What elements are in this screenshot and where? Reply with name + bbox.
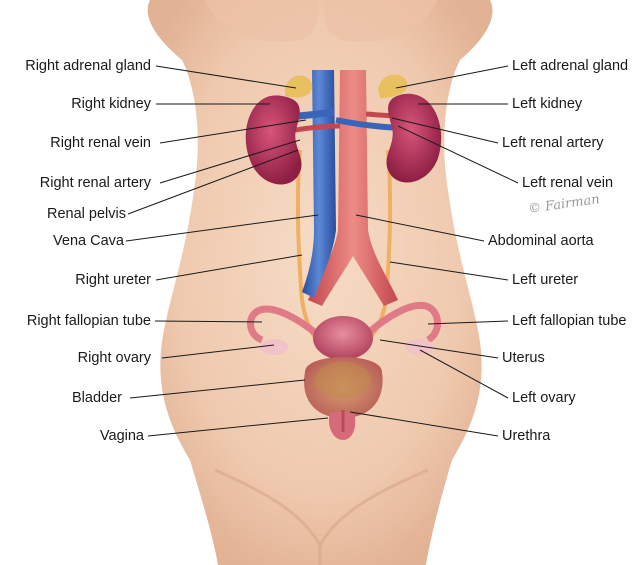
label-right-ureter: Right ureter [75, 272, 151, 289]
label-vena-cava: Vena Cava [53, 233, 124, 250]
label-right-renal-vein: Right renal vein [50, 135, 151, 152]
label-right-ovary: Right ovary [78, 350, 151, 367]
label-renal-pelvis: Renal pelvis [47, 206, 126, 223]
label-abdominal-aorta: Abdominal aorta [488, 233, 594, 250]
label-bladder: Bladder [72, 390, 122, 407]
label-urethra: Urethra [502, 428, 550, 445]
label-uterus: Uterus [502, 350, 545, 367]
right-ovary-shape [260, 339, 288, 355]
label-right-adrenal-gland: Right adrenal gland [25, 58, 151, 75]
label-right-renal-artery: Right renal artery [40, 175, 151, 192]
label-vagina: Vagina [100, 428, 144, 445]
label-right-kidney: Right kidney [71, 96, 151, 113]
label-left-fallopian-tube: Left fallopian tube [512, 313, 626, 330]
label-left-ovary: Left ovary [512, 390, 576, 407]
label-left-ureter: Left ureter [512, 272, 578, 289]
label-left-kidney: Left kidney [512, 96, 582, 113]
label-left-renal-vein: Left renal vein [522, 175, 613, 192]
left-ovary-shape [406, 339, 434, 355]
label-left-renal-artery: Left renal artery [502, 135, 604, 152]
label-left-adrenal-gland: Left adrenal gland [512, 58, 628, 75]
label-right-fallopian-tube: Right fallopian tube [27, 313, 151, 330]
uterus-shape [313, 316, 373, 360]
